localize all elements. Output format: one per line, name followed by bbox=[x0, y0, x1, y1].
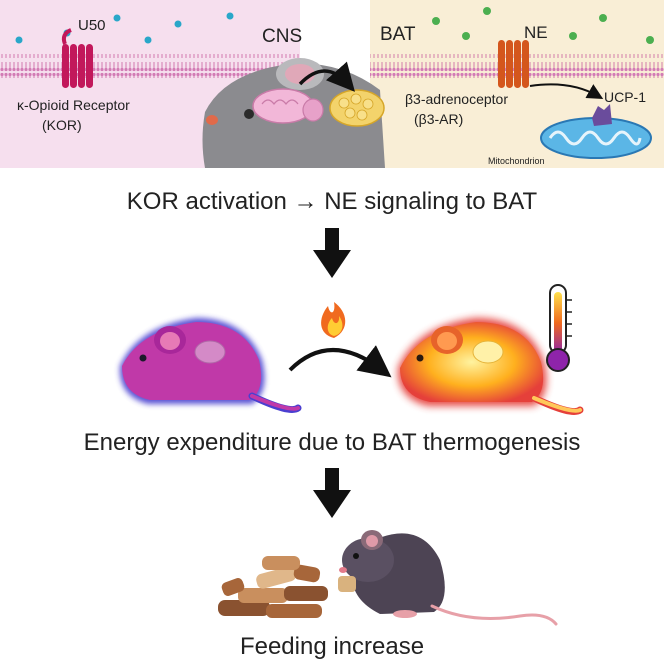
mouse-nose bbox=[339, 567, 347, 573]
kor-label-line1: κ-Opioid Receptor bbox=[17, 97, 130, 113]
kor-receptor-icon bbox=[61, 28, 93, 88]
b3-receptor-label-line1: β3-adrenoceptor bbox=[405, 91, 508, 107]
ne-molecules bbox=[432, 7, 654, 44]
step3-text: Feeding increase bbox=[240, 633, 424, 660]
mitochondrion-label: Mitochondrion bbox=[488, 156, 545, 166]
brain-icon bbox=[194, 340, 226, 364]
ucp1-protein-icon bbox=[592, 104, 612, 126]
b3-receptor-label-line2: (β3-AR) bbox=[414, 111, 463, 127]
mouse-eye bbox=[416, 354, 424, 362]
u50-dot bbox=[144, 36, 152, 44]
u50-label: U50 bbox=[78, 17, 106, 34]
mouse-tail bbox=[250, 394, 300, 411]
kor-label-line2: (KOR) bbox=[42, 117, 82, 133]
mouse-nose bbox=[206, 115, 218, 125]
flame-icon bbox=[321, 302, 346, 338]
u50-dot bbox=[174, 20, 182, 28]
u50-dot bbox=[113, 14, 121, 22]
down-arrow-icon bbox=[313, 228, 351, 278]
step2-text: Energy expenditure due to BAT thermogene… bbox=[84, 429, 581, 456]
u50-dot bbox=[15, 36, 23, 44]
ucp1-label: UCP-1 bbox=[604, 89, 646, 105]
mouse-head-illustration bbox=[202, 58, 385, 168]
food-pellet-in-paws bbox=[338, 576, 356, 592]
purple-mouse-illustration bbox=[119, 318, 302, 413]
thermometer-icon bbox=[546, 284, 572, 372]
ne-label: NE bbox=[524, 23, 548, 42]
ne-dot bbox=[646, 36, 654, 44]
cns-label: CNS bbox=[262, 26, 302, 47]
u50-dot bbox=[226, 12, 234, 20]
mouse-tail bbox=[430, 604, 558, 626]
bat-panel: BAT NE β3-adrenoceptor (β3-AR) UCP-1 Mit… bbox=[370, 0, 664, 168]
bat-fat-pad-icon bbox=[472, 340, 504, 364]
b3-to-ucp1-arrow bbox=[529, 83, 604, 99]
bat-label: BAT bbox=[380, 24, 416, 45]
brain-to-bat-arrow bbox=[298, 61, 355, 92]
heating-arrow bbox=[288, 345, 392, 378]
mouse-eye bbox=[139, 354, 147, 362]
food-pellets-icon bbox=[218, 556, 328, 618]
mouse-tail bbox=[532, 396, 582, 413]
orange-mouse-illustration bbox=[397, 318, 584, 415]
eating-mouse-illustration bbox=[338, 530, 558, 626]
ne-dot bbox=[483, 7, 491, 15]
down-arrow-icon bbox=[313, 468, 351, 518]
b3-receptor-icon bbox=[498, 40, 529, 88]
mitochondrion-icon bbox=[540, 104, 652, 159]
mouse-eye bbox=[244, 109, 254, 119]
step1-text: KOR activation → NE signaling to BAT bbox=[127, 188, 538, 215]
brain-icon bbox=[252, 88, 324, 124]
ne-dot bbox=[569, 32, 577, 40]
mouse-foot bbox=[393, 610, 417, 618]
ne-dot bbox=[599, 14, 607, 22]
ne-dot bbox=[462, 32, 470, 40]
ne-dot bbox=[432, 17, 440, 25]
bat-fat-pad-icon bbox=[329, 89, 385, 127]
mouse-eye bbox=[353, 553, 359, 559]
